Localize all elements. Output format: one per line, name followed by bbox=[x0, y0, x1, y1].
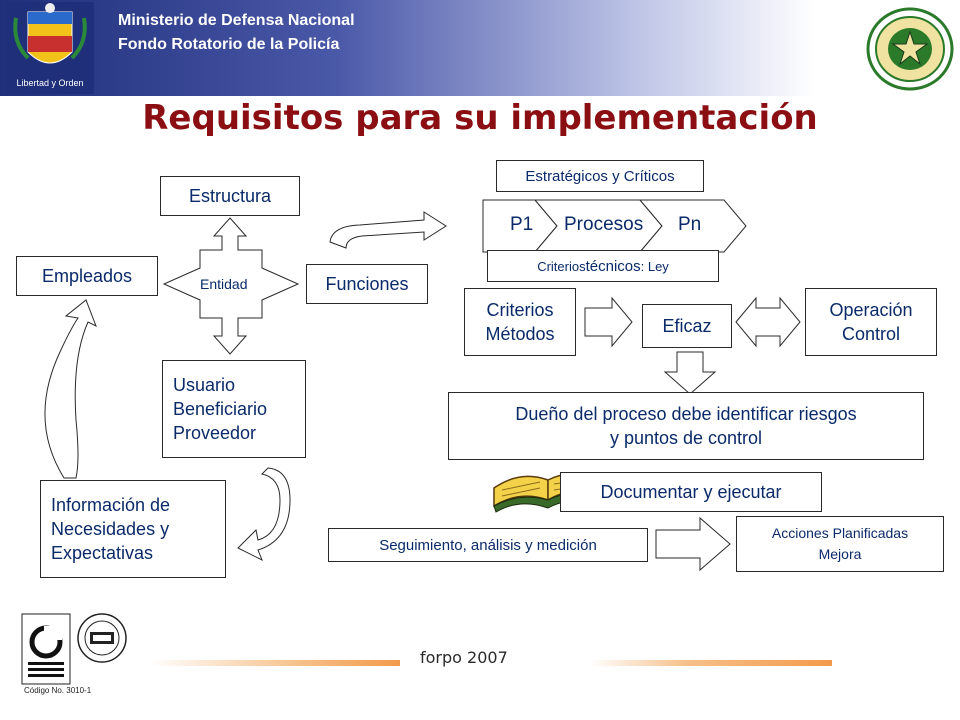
arrow-criterios-eficaz bbox=[584, 296, 633, 348]
usuario-box: Usuario Beneficiario Proveedor bbox=[162, 360, 306, 458]
chevron-pn bbox=[638, 199, 747, 253]
arrow-seguimiento-acciones bbox=[655, 516, 731, 572]
footer-accent-right bbox=[590, 660, 832, 666]
operacion-line: Operación bbox=[829, 300, 913, 320]
pn-label: Pn bbox=[678, 214, 702, 235]
arrow-down-dueno bbox=[663, 351, 717, 395]
proveedor-line: Proveedor bbox=[173, 423, 257, 443]
curved-arrow-left bbox=[44, 299, 97, 479]
necesidades-line: Necesidades y bbox=[51, 519, 170, 539]
acciones-line: Acciones Planificadas bbox=[771, 525, 909, 541]
estructura-box: Estructura bbox=[160, 176, 300, 216]
criterios-tecnicos-c: : Ley bbox=[640, 258, 669, 274]
estrategicos-box: Estratégicos y Críticos bbox=[496, 160, 704, 192]
curved-arrow-to-processes bbox=[329, 211, 447, 249]
dueno-line1: Dueño del proceso debe identificar riesg… bbox=[515, 404, 857, 424]
crest-caption: Libertad y Orden bbox=[16, 78, 83, 88]
eficaz-box: Eficaz bbox=[642, 304, 732, 348]
acciones-box: Acciones Planificadas Mejora bbox=[736, 516, 944, 572]
certification-code: Código No. 3010-1 bbox=[24, 686, 92, 695]
empleados-box: Empleados bbox=[16, 256, 158, 296]
crest-logo-icon: Libertad y Orden bbox=[6, 2, 94, 94]
header-band bbox=[0, 0, 960, 96]
org-name-line2: Fondo Rotatorio de la Policía bbox=[118, 36, 340, 53]
cross-arrow-shape bbox=[162, 217, 300, 355]
operacion-control-box: Operación Control bbox=[805, 288, 937, 356]
criterios-tecnicos-a: Criterios bbox=[537, 258, 586, 274]
criterios-tecnicos-box: Criterios técnicos: Ley bbox=[487, 250, 719, 282]
dueno-line2: y puntos de control bbox=[609, 428, 763, 448]
page-title: Requisitos para su implementación bbox=[142, 98, 818, 138]
control-line: Control bbox=[841, 324, 901, 344]
footer-accent-left bbox=[150, 660, 400, 666]
footer-text: forpo 2007 bbox=[420, 648, 508, 667]
beneficiario-line: Beneficiario bbox=[173, 399, 268, 419]
metodos-line: Métodos bbox=[485, 324, 555, 344]
procesos-label: Procesos bbox=[564, 214, 644, 235]
curved-arrow-down bbox=[237, 467, 291, 562]
certification-logos-icon bbox=[21, 613, 127, 685]
p1-label: P1 bbox=[510, 214, 534, 235]
entidad-label: Entidad bbox=[200, 276, 248, 292]
criterios-line: Criterios bbox=[486, 300, 554, 320]
police-seal-icon bbox=[866, 7, 954, 91]
usuario-line: Usuario bbox=[173, 375, 236, 395]
expectativas-line: Expectativas bbox=[51, 543, 154, 563]
funciones-box: Funciones bbox=[306, 264, 428, 304]
seguimiento-box: Seguimiento, análisis y medición bbox=[328, 528, 648, 562]
dueno-proceso-box: Dueño del proceso debe identificar riesg… bbox=[448, 392, 924, 460]
criterios-tecnicos-b: técnicos bbox=[585, 257, 641, 275]
informacion-box: Información de Necesidades y Expectativa… bbox=[40, 480, 226, 578]
criterios-metodos-box: Criterios Métodos bbox=[464, 288, 576, 356]
double-arrow-eficaz-operacion bbox=[735, 296, 801, 348]
mejora-line: Mejora bbox=[818, 546, 862, 562]
org-name-line1: Ministerio de Defensa Nacional bbox=[118, 12, 355, 29]
informacion-line: Información de bbox=[51, 495, 171, 515]
documentar-box: Documentar y ejecutar bbox=[560, 472, 822, 512]
